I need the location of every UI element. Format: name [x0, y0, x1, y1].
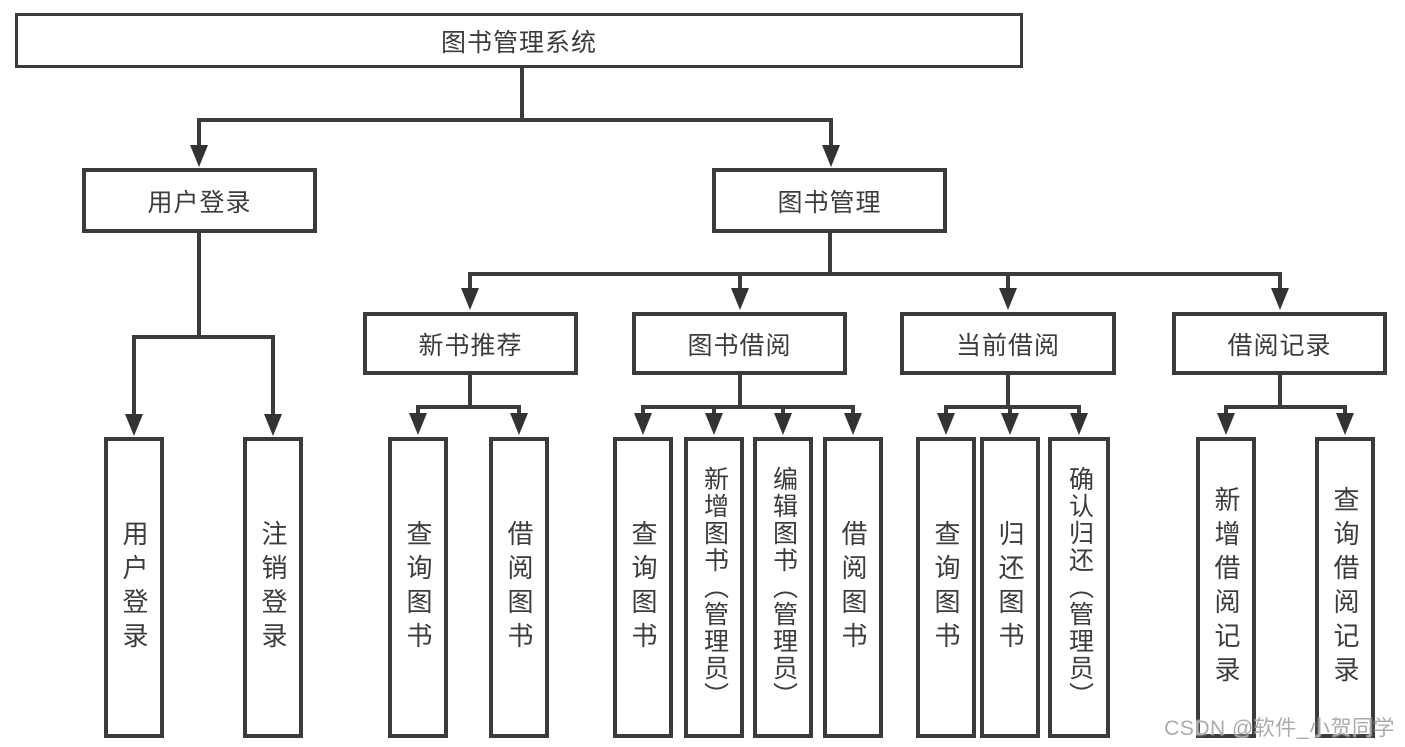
- leaf-borrow-edit-book-admin: 编辑图书（管理员）: [753, 437, 813, 738]
- leaf-label: 查询图书: [628, 519, 658, 656]
- leaf-user-login: 用户登录: [104, 437, 164, 738]
- leaf-label: 用户登录: [119, 519, 149, 656]
- leaf-label: 查询图书: [403, 519, 433, 656]
- node-borrow-records: 借阅记录: [1172, 312, 1387, 375]
- leaf-current-confirm-return-admin: 确认归还（管理员）: [1048, 437, 1110, 738]
- node-book-management: 图书管理: [712, 168, 947, 233]
- leaf-borrow-add-book-admin: 新增图书（管理员）: [684, 437, 744, 738]
- node-label: 图书管理: [777, 188, 882, 217]
- leaf-label: 编辑图书（管理员）: [769, 466, 798, 709]
- leaf-label: 借阅图书: [838, 519, 868, 656]
- node-label: 新书推荐: [418, 331, 523, 360]
- leaf-label: 确认归还（管理员）: [1065, 466, 1094, 709]
- node-user-login: 用户登录: [82, 168, 317, 233]
- node-current-borrow: 当前借阅: [900, 312, 1116, 375]
- node-label: 当前借阅: [955, 331, 1060, 360]
- leaf-current-return-book: 归还图书: [980, 437, 1040, 738]
- leaf-borrow-borrow-book: 借阅图书: [823, 437, 883, 738]
- leaf-label: 归还图书: [995, 519, 1025, 656]
- node-new-book-recommend: 新书推荐: [363, 312, 578, 375]
- arrowhead-icons: [125, 145, 1354, 436]
- leaf-borrow-query-book: 查询图书: [613, 437, 673, 738]
- leaf-records-add-borrow-record: 新增借阅记录: [1196, 437, 1256, 738]
- leaf-logout-login: 注销登录: [243, 437, 303, 738]
- leaf-label: 新增图书（管理员）: [700, 466, 729, 709]
- node-label: 用户登录: [147, 188, 252, 217]
- leaf-label: 新增借阅记录: [1211, 485, 1241, 690]
- leaf-label: 查询图书: [931, 519, 961, 656]
- leaf-label: 查询借阅记录: [1330, 485, 1360, 690]
- node-book-borrow: 图书借阅: [632, 312, 847, 375]
- leaf-newrec-query-book: 查询图书: [388, 437, 448, 738]
- node-library-management-system: 图书管理系统: [15, 13, 1023, 68]
- leaf-newrec-borrow-book: 借阅图书: [489, 437, 549, 738]
- node-label: 借阅记录: [1227, 331, 1332, 360]
- leaf-current-query-book: 查询图书: [916, 437, 976, 738]
- leaf-records-query-borrow-record: 查询借阅记录: [1315, 437, 1375, 738]
- leaf-label: 借阅图书: [504, 519, 534, 656]
- node-label: 图书借阅: [687, 331, 792, 360]
- leaf-label: 注销登录: [258, 519, 288, 656]
- node-label: 图书管理系统: [440, 28, 597, 57]
- csdn-watermark: CSDN @软件_小贺同学: [1164, 717, 1395, 740]
